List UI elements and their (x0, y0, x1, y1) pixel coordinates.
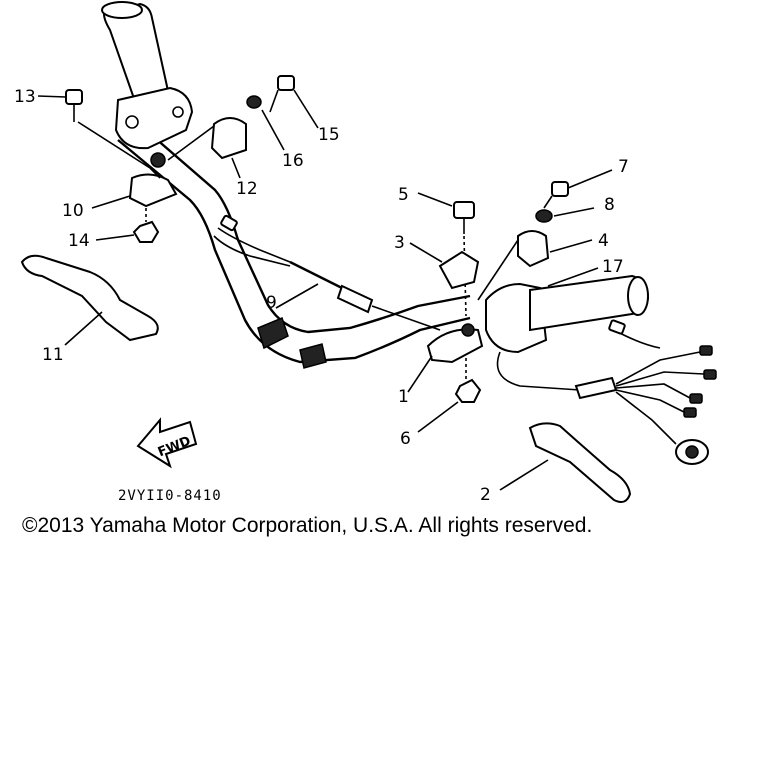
callout-7: 7 (618, 157, 629, 177)
handlebar-tube (117, 124, 471, 369)
lever-holder-1 (407, 323, 484, 393)
lever-holder-10 (91, 152, 178, 209)
left-grip (101, 1, 194, 150)
bolt-13 (65, 89, 151, 169)
lever-11 (20, 254, 159, 346)
right-grip-17 (485, 267, 650, 354)
callout-11: 11 (42, 345, 64, 365)
callout-14: 14 (68, 231, 90, 251)
clamp-4 (477, 230, 593, 301)
lever-2 (499, 422, 632, 503)
nut-14 (95, 208, 160, 243)
washer-8 (535, 207, 595, 223)
washer-16 (246, 95, 285, 151)
callout-8: 8 (604, 195, 615, 215)
clamp-12 (167, 117, 247, 179)
callout-2: 2 (480, 485, 491, 505)
callout-10: 10 (62, 201, 84, 221)
copyright-notice: ©2013 Yamaha Motor Corporation, U.S.A. A… (22, 514, 593, 537)
callout-17: 17 (602, 257, 624, 277)
fwd-arrow: FWD (136, 417, 198, 469)
callout-12: 12 (236, 179, 258, 199)
nut-6 (417, 340, 482, 433)
bolt-5 (417, 192, 475, 317)
switch-3 (409, 242, 480, 290)
diagram-code: 2VYII0-8410 (118, 488, 222, 504)
callout-6: 6 (400, 429, 411, 449)
callout-9: 9 (266, 293, 277, 313)
callout-13: 13 (14, 87, 36, 107)
callout-1: 1 (398, 387, 409, 407)
throttle-cable-9 (213, 214, 441, 331)
callout-16: 16 (282, 151, 304, 171)
screw-7 (543, 169, 613, 209)
callout-4: 4 (598, 231, 609, 251)
screw-15 (269, 75, 319, 129)
wiring-harness (496, 319, 717, 465)
callout-3: 3 (394, 233, 405, 253)
leader-13 (37, 95, 67, 98)
callout-15: 15 (318, 125, 340, 145)
callout-5: 5 (398, 185, 409, 205)
